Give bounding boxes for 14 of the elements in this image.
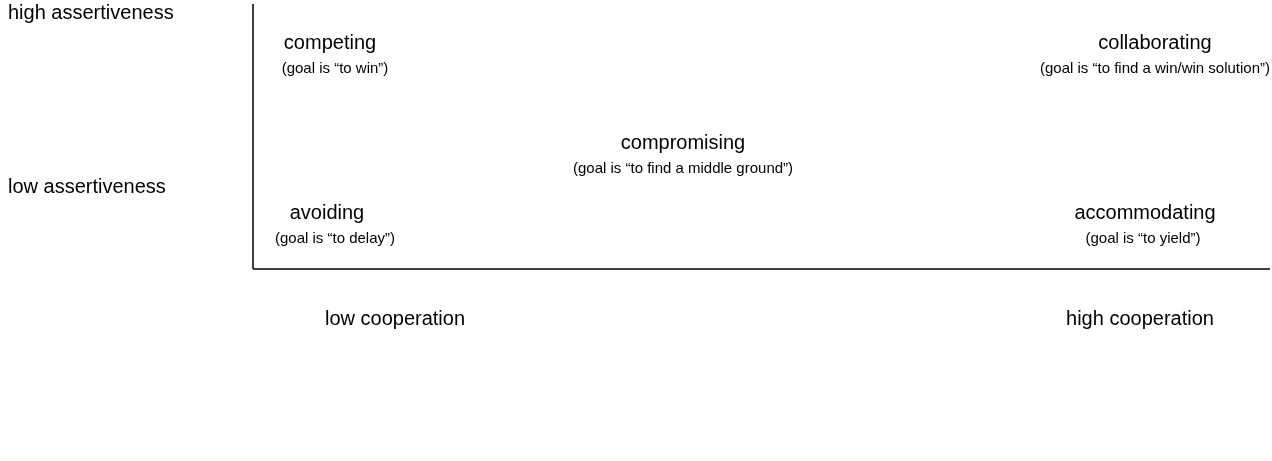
mode-goal: (goal is “to yield”)	[1085, 228, 1201, 248]
mode-name: collaborating	[1098, 30, 1212, 54]
axis-title: high assertiveness	[8, 0, 175, 24]
mode-goal: (goal is “to win”)	[281, 58, 389, 78]
mode-goal: (goal is “to find a middle ground”)	[572, 158, 794, 178]
mode-name: competing	[283, 30, 377, 54]
axis-title: low assertiveness	[8, 174, 167, 198]
mode-goal: (goal is “to find a win/win solution”)	[1039, 58, 1271, 78]
mode-goal: (goal is “to delay”)	[275, 228, 395, 248]
axis-label: high cooperation	[1066, 306, 1214, 330]
mode-name: avoiding	[289, 200, 365, 224]
axis-label: low cooperation	[324, 306, 466, 330]
mode-name: compromising	[620, 130, 746, 154]
mode-name: accommodating	[1074, 200, 1216, 224]
